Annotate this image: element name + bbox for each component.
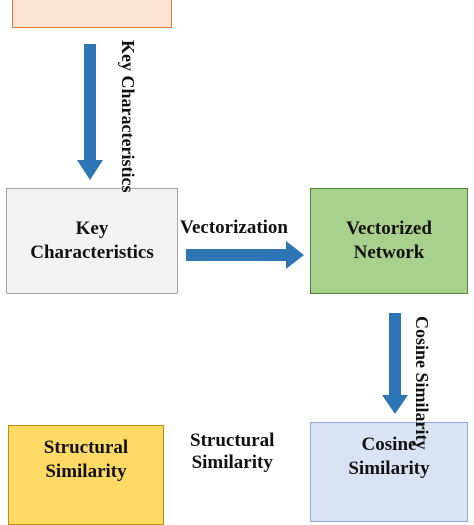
edge-label-structural-line1: Structural xyxy=(190,430,275,451)
key-characteristics-line1: Key xyxy=(75,218,109,239)
arrow-top-to-key xyxy=(77,44,103,180)
structural-similarity-line2: Similarity xyxy=(45,461,127,482)
key-characteristics-box: Key Characteristics xyxy=(6,188,178,294)
cosine-similarity-box: Cosine Similarity xyxy=(310,422,468,522)
diagram-canvas xyxy=(77,44,408,414)
structural-similarity-box: Structural Similarity xyxy=(8,425,164,525)
key-characteristics-line2: Characteristics xyxy=(30,242,154,263)
top-node-box xyxy=(12,0,172,28)
vectorized-network-line1: Vectorized xyxy=(346,218,432,239)
edge-label-key-characteristics: Key Characteristics xyxy=(118,40,138,192)
edge-label-cosine-similarity: Cosine Similarity xyxy=(412,316,432,450)
edge-label-key-characteristics-line2: Characteristics xyxy=(118,75,138,193)
vectorized-network-box: Vectorized Network xyxy=(310,188,468,294)
edge-label-structural-line2: Similarity xyxy=(191,452,273,473)
edge-label-structural-similarity: Structural Similarity xyxy=(190,430,274,474)
structural-similarity-line1: Structural xyxy=(43,437,129,458)
edge-label-vectorization: Vectorization xyxy=(180,217,288,238)
edge-label-cosine-line2: Similarity xyxy=(412,372,432,450)
edge-label-cosine-line1: Cosine xyxy=(412,316,432,369)
cosine-similarity-line2: Similarity xyxy=(348,458,430,479)
vectorized-network-line2: Network xyxy=(353,242,425,263)
cosine-similarity-line1: Cosine xyxy=(361,434,417,455)
arrow-key-to-vectorized xyxy=(186,241,304,269)
arrow-vectorized-to-cosine xyxy=(382,313,408,414)
edge-label-key-characteristics-line1: Key xyxy=(118,40,138,71)
